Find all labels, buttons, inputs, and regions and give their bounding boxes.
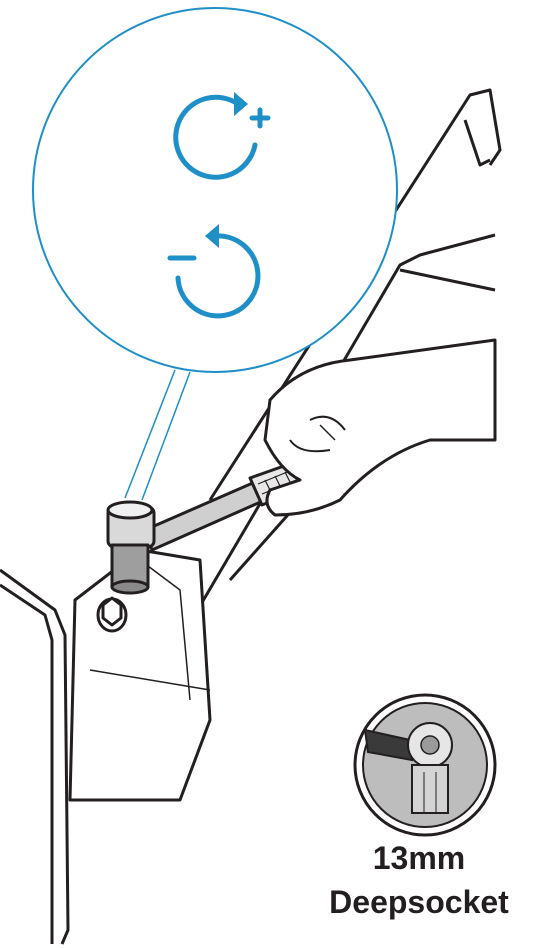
hand <box>265 340 495 515</box>
callout-pointer <box>125 370 190 500</box>
tool-size-label: 13mm <box>300 838 538 878</box>
socket-badge-icon <box>355 695 495 835</box>
tool-name-label: Deepsocket <box>300 882 538 922</box>
side-panel <box>0 570 68 944</box>
